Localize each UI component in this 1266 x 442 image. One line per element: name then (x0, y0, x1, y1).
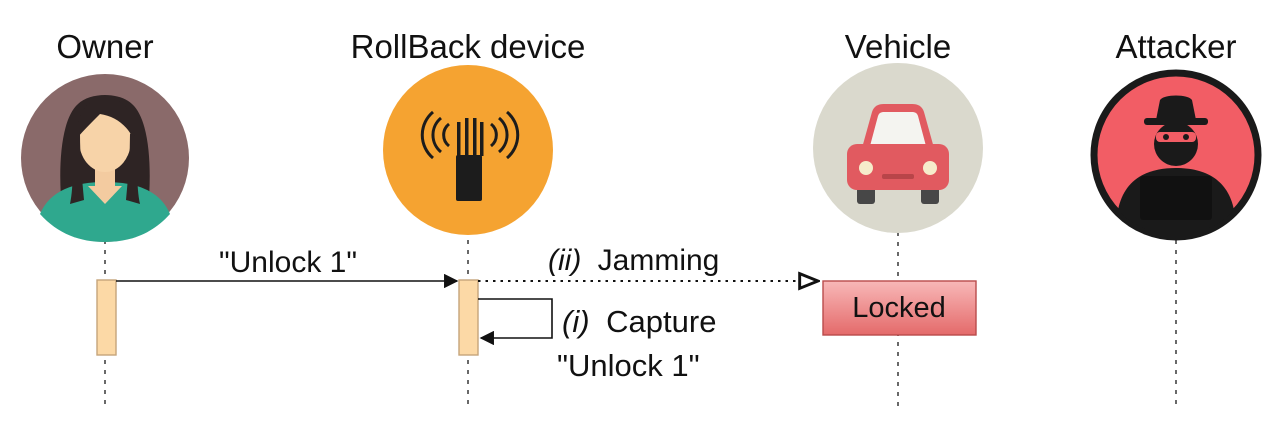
jamming-label: Jamming (598, 244, 720, 277)
unlock-message-label: "Unlock 1" (219, 246, 357, 279)
actor-title-vehicle: Vehicle (845, 28, 951, 65)
jamming-marker: (ii) (548, 244, 581, 277)
locked-state-box (822, 280, 977, 336)
activation-bar-owner (96, 279, 117, 356)
rollback-device-icon (383, 65, 553, 235)
actor-title-rollback-device: RollBack device (351, 28, 586, 65)
capture-marker: (i) (562, 304, 590, 339)
capture-text: Capture (606, 304, 716, 339)
jamming-message-label: (ii) Jamming (548, 244, 719, 277)
owner-icon (21, 74, 189, 242)
car-icon (813, 63, 983, 233)
attacker-icon (1090, 69, 1262, 241)
capture-self-arrow (478, 298, 553, 346)
capture-label: (i) Capture (562, 304, 716, 339)
actor-title-owner: Owner (56, 28, 153, 65)
locked-state-label: Locked (852, 292, 946, 324)
actor-title-attacker: Attacker (1115, 28, 1236, 65)
activation-bar-rollback-device (458, 279, 479, 356)
capture-payload: "Unlock 1" (557, 348, 700, 383)
